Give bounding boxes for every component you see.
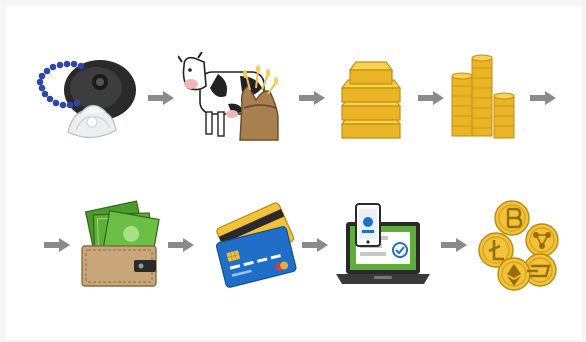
laptop-phone-icon <box>336 203 430 284</box>
right-arrow-icon <box>168 238 194 252</box>
right-arrow-icon <box>44 238 70 252</box>
cow-grain-sack-icon <box>178 52 279 141</box>
wallet-cash-icon <box>81 200 160 287</box>
right-arrow-icon <box>299 91 325 105</box>
right-arrow-icon <box>148 91 174 105</box>
right-arrow-icon <box>441 238 467 252</box>
shell-stone-icon <box>36 60 136 139</box>
right-arrow-icon <box>530 91 556 105</box>
coin-stacks-icon <box>451 54 515 139</box>
gold-bars-icon <box>340 61 402 139</box>
credit-card-icon <box>215 202 297 288</box>
right-arrow-icon <box>418 91 444 105</box>
right-arrow-icon <box>302 238 328 252</box>
crypto-coins-icon <box>478 200 559 291</box>
